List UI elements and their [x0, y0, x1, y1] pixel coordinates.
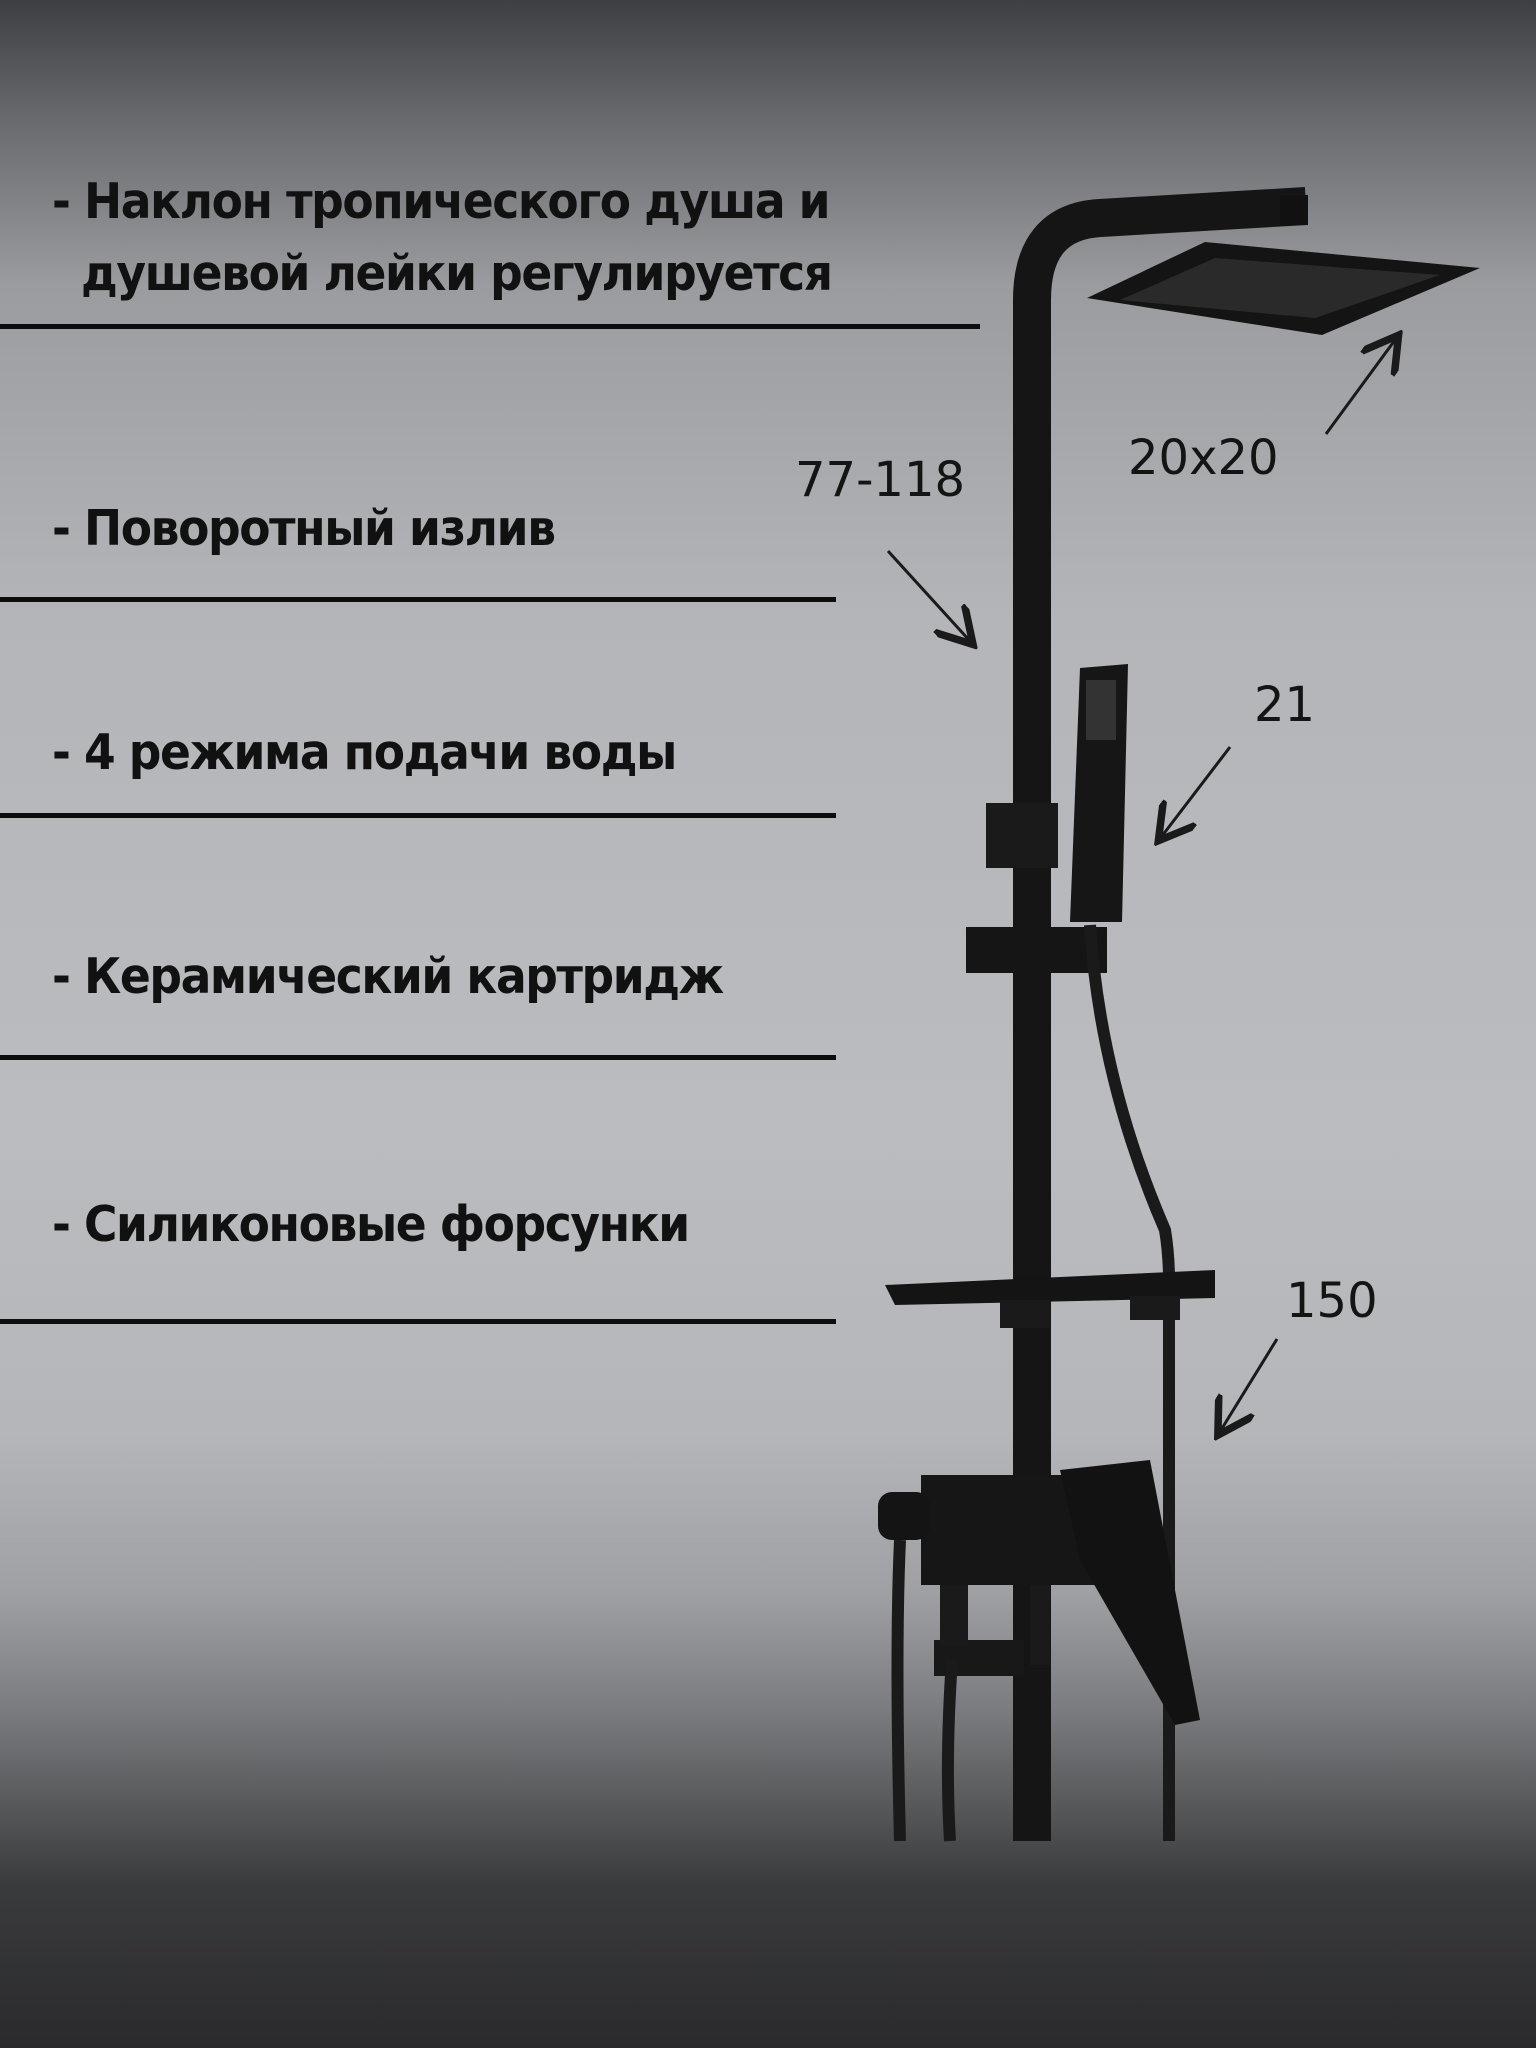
feature-silicone-nozzles: - Силиконовые форсунки — [52, 1196, 690, 1253]
dimension-head-size: 20x20 — [1128, 430, 1279, 486]
dimension-handheld-length: 21 — [1254, 677, 1316, 733]
bidet-sprayer — [878, 1492, 958, 1842]
feature-tilt-line2: душевой лейки регулируется — [52, 245, 833, 302]
dimension-rail-height: 77-118 — [795, 452, 966, 508]
dimension-hose-length: 150 — [1286, 1273, 1378, 1329]
feature-ceramic-cartridge: - Керамический картридж — [52, 948, 724, 1005]
arrow-handheld — [1162, 746, 1232, 836]
rain-shower-arm — [1013, 187, 1308, 1841]
feature-water-modes: - 4 режима подачи воды — [52, 724, 677, 781]
arrow-hose — [1221, 1338, 1279, 1430]
divider — [0, 1055, 836, 1060]
feature-tilt-line1: - Наклон тропического душа и — [52, 173, 831, 230]
shower-hose — [1084, 924, 1176, 1841]
arrow-head-size — [1324, 340, 1395, 435]
shelf — [885, 1270, 1215, 1328]
feature-swivel-spout: - Поворотный излив — [52, 500, 556, 557]
arrow-rail-height — [886, 549, 969, 640]
mixer — [921, 1460, 1200, 1725]
hand-shower — [966, 664, 1128, 973]
rain-shower-head — [1087, 242, 1480, 335]
divider — [0, 597, 836, 602]
divider — [0, 813, 836, 818]
divider — [0, 1319, 836, 1324]
divider — [0, 324, 980, 329]
